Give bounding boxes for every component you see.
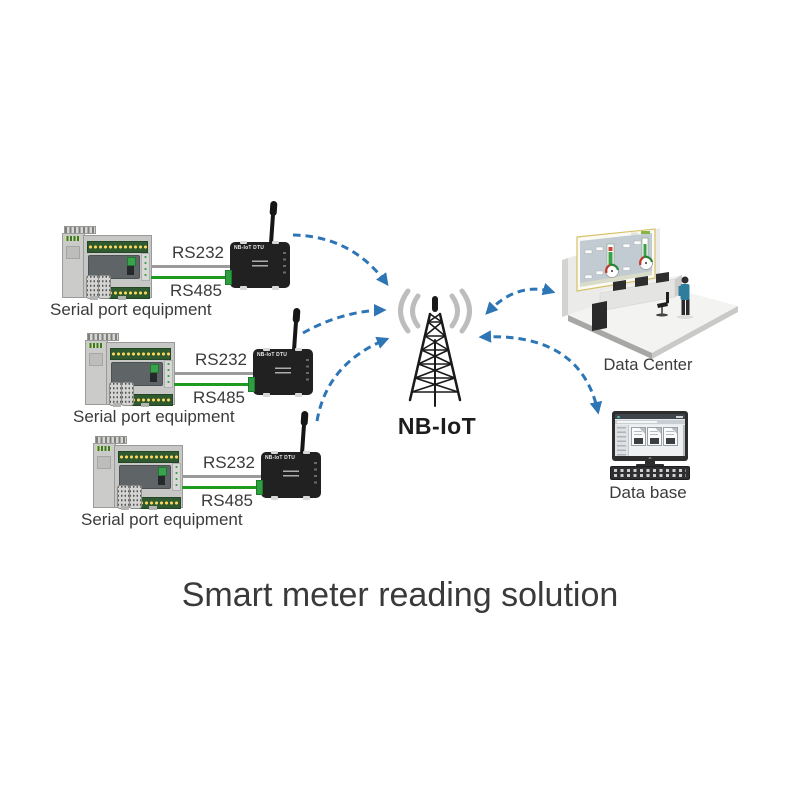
dtu-logo (275, 367, 291, 377)
desk-monitors (613, 272, 669, 291)
rs485-label: RS485 (193, 388, 245, 407)
document-icon (631, 427, 646, 446)
equipment-label: Serial port equipment (73, 407, 235, 426)
arrow-tower-datacenter (485, 283, 556, 315)
database-label: Data base (609, 483, 687, 502)
plc-terminal-strip-top (87, 241, 148, 253)
dtu-led-labels (283, 252, 286, 278)
document-icon (647, 427, 662, 446)
rs232-label: RS232 (172, 243, 224, 262)
rs232-line (174, 372, 256, 375)
diagram-title: Smart meter reading solution (181, 576, 619, 614)
dtu-label: NB-IoT DTU (257, 352, 288, 358)
plc-main-body (83, 235, 152, 299)
db9-connector-icon (129, 485, 142, 509)
equipment-group-1: RS232 RS485 NB-IoT DTU Serial port equip… (50, 200, 392, 326)
person-figure (677, 276, 693, 319)
antenna-icon (268, 213, 276, 245)
antenna-icon (299, 423, 307, 455)
db9-connector-icon (121, 382, 134, 406)
rs485-line (151, 276, 228, 279)
data-center-illustration (562, 228, 738, 359)
cabinet (592, 301, 607, 331)
scrollbar (682, 425, 685, 456)
dtu-terminal-connector (225, 270, 232, 285)
dtu-label: NB-IoT DTU (265, 455, 296, 461)
rs232-label: RS232 (203, 453, 255, 472)
dtu-logo (252, 260, 268, 270)
plc-device-icon (93, 436, 183, 510)
plc-led-column (141, 253, 150, 281)
nb-iot-dtu-icon: NB-IoT DTU (256, 410, 321, 500)
office-chair (656, 292, 669, 317)
rs485-label: RS485 (170, 281, 222, 300)
plc-left-module (62, 233, 85, 298)
monitor-stand (645, 459, 655, 466)
antenna-icon (291, 320, 299, 352)
radio-tower-icon (398, 288, 472, 407)
keyboard-icon (610, 466, 690, 480)
data-center-label: Data Center (603, 356, 693, 374)
rs232-line (182, 475, 264, 478)
monitor-base (636, 464, 664, 467)
equipment-label: Serial port equipment (81, 510, 243, 529)
nb-iot-dtu-icon: NB-IoT DTU (225, 200, 290, 290)
tower-label: NB-IoT (397, 413, 477, 439)
rs232-line (151, 265, 233, 268)
db9-connector-icon (98, 275, 111, 299)
rs485-label: RS485 (201, 491, 253, 510)
rs232-label: RS232 (195, 350, 247, 369)
scada-wall-screen (576, 228, 656, 292)
equipment-label: Serial port equipment (50, 300, 212, 319)
database-computer-illustration (612, 411, 688, 461)
file-list-panel (615, 425, 629, 456)
dtu-label: NB-IoT DTU (234, 245, 265, 251)
dtu-terminal-connector (248, 377, 255, 392)
rs485-line (174, 383, 251, 386)
dtu-logo (283, 470, 299, 480)
equipment-group-3: RS232 RS485 NB-IoT DTU Serial port equip… (81, 410, 423, 536)
database-monitor-screen (615, 414, 685, 456)
wireless-signal-arcs-icon (398, 288, 472, 334)
plc-device-icon (85, 333, 175, 407)
plc-terminal-strip-bottom (107, 287, 150, 299)
db9-connector-icon (109, 382, 122, 406)
plc-device-icon (62, 226, 152, 300)
document-icon (663, 427, 678, 446)
rs485-line (182, 486, 259, 489)
nb-iot-dtu-icon: NB-IoT DTU (248, 307, 313, 397)
dtu-terminal-connector (256, 480, 263, 495)
equipment-group-2: RS232 RS485 NB-IoT DTU Serial port equip… (73, 307, 415, 433)
